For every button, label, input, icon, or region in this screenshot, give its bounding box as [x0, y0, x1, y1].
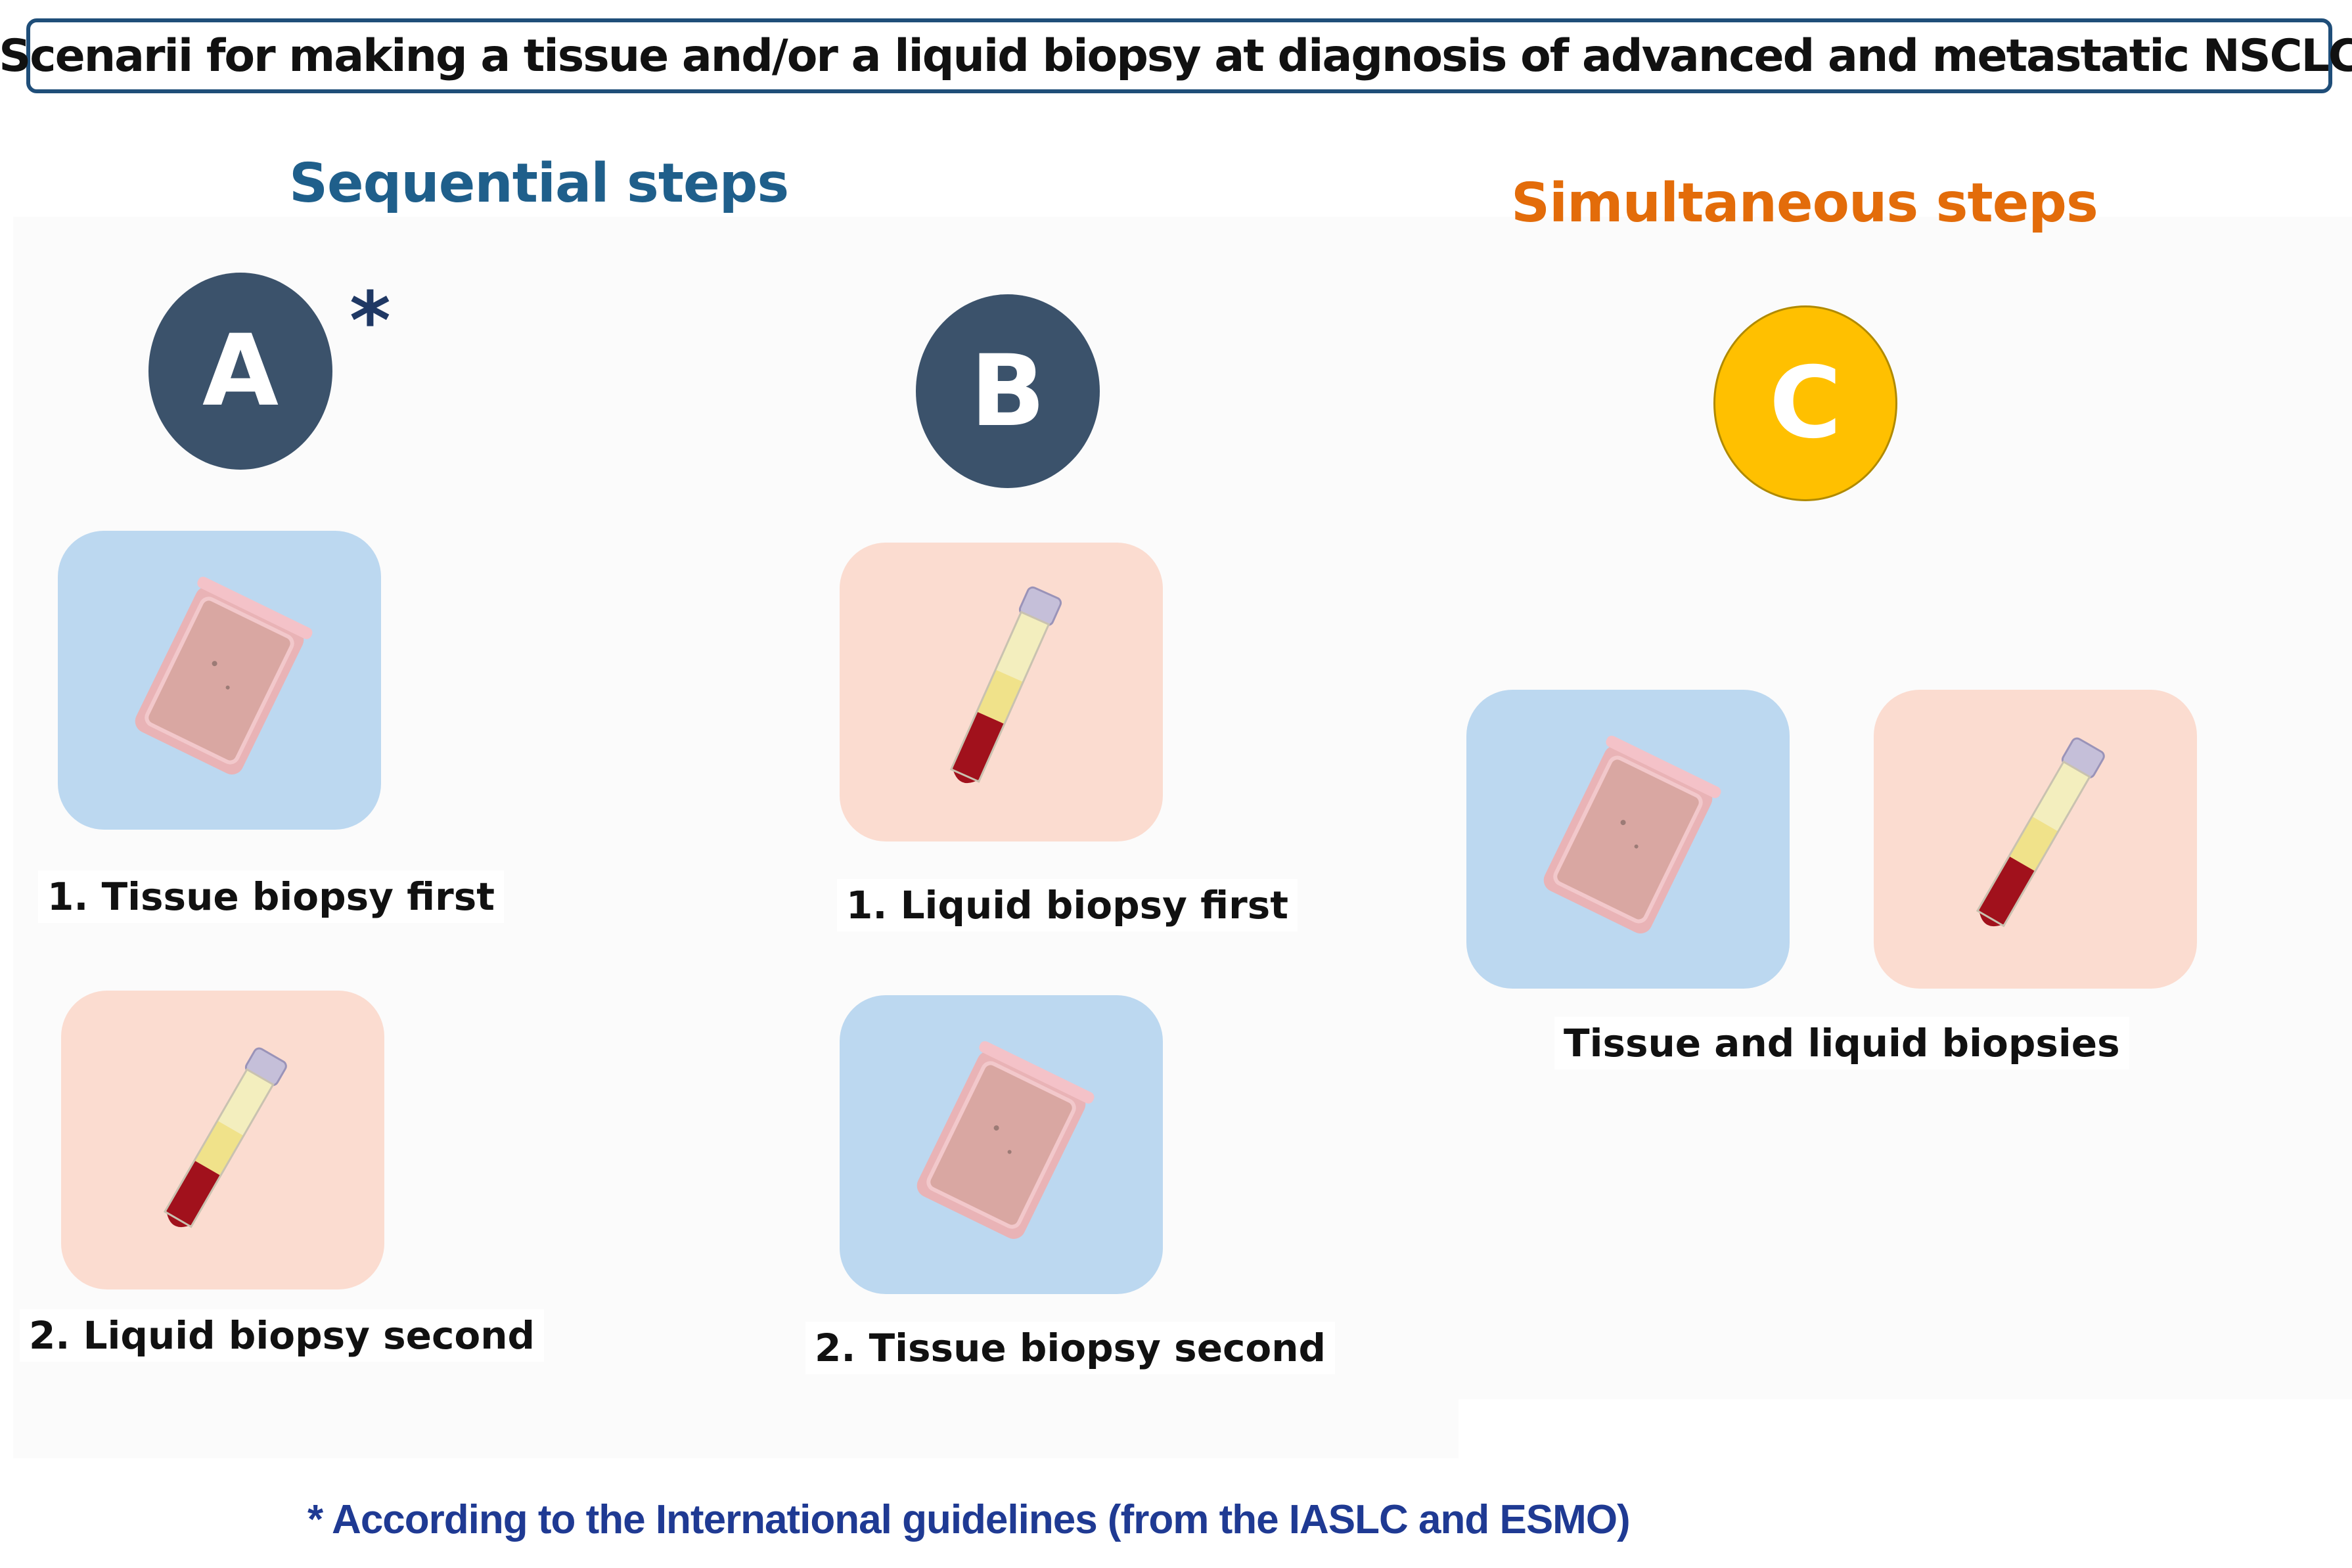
scenario-b-badge: B: [916, 294, 1100, 488]
scenario-c-badge: C: [1713, 305, 1897, 501]
sequential-heading: Sequential steps: [289, 152, 789, 215]
tissue-cassette-icon: [840, 995, 1163, 1294]
liquid-tile: [61, 991, 384, 1289]
blood-tube-icon: [1874, 690, 2197, 989]
tissue-cassette-icon: [1466, 690, 1790, 989]
page-title: Scenarii for making a tissue and/or a li…: [0, 30, 2352, 82]
scenario-a-badge: A: [148, 273, 332, 470]
scenario-c-label: Tissue and liquid biopsies: [1554, 1017, 2129, 1069]
blood-tube-icon: [61, 991, 384, 1289]
scenario-b-step1-label: 1. Liquid biopsy first: [837, 879, 1298, 931]
liquid-tile: [1874, 690, 2197, 989]
liquid-tile: [840, 543, 1163, 841]
simultaneous-heading: Simultaneous steps: [1511, 172, 2098, 235]
guideline-asterisk: *: [350, 276, 391, 367]
title-box: Scenarii for making a tissue and/or a li…: [0, 18, 2352, 93]
scenario-a-step1-label: 1. Tissue biopsy first: [38, 870, 505, 923]
tissue-tile: [1466, 690, 1790, 989]
tissue-tile: [840, 995, 1163, 1294]
guidelines-footnote: * According to the International guideli…: [307, 1497, 1631, 1542]
scenario-b-step2-label: 2. Tissue biopsy second: [805, 1322, 1336, 1374]
scenario-a-step2-label: 2. Liquid biopsy second: [20, 1309, 545, 1362]
blood-tube-icon: [840, 543, 1163, 841]
tissue-tile: [58, 531, 381, 830]
tissue-cassette-icon: [58, 531, 381, 830]
